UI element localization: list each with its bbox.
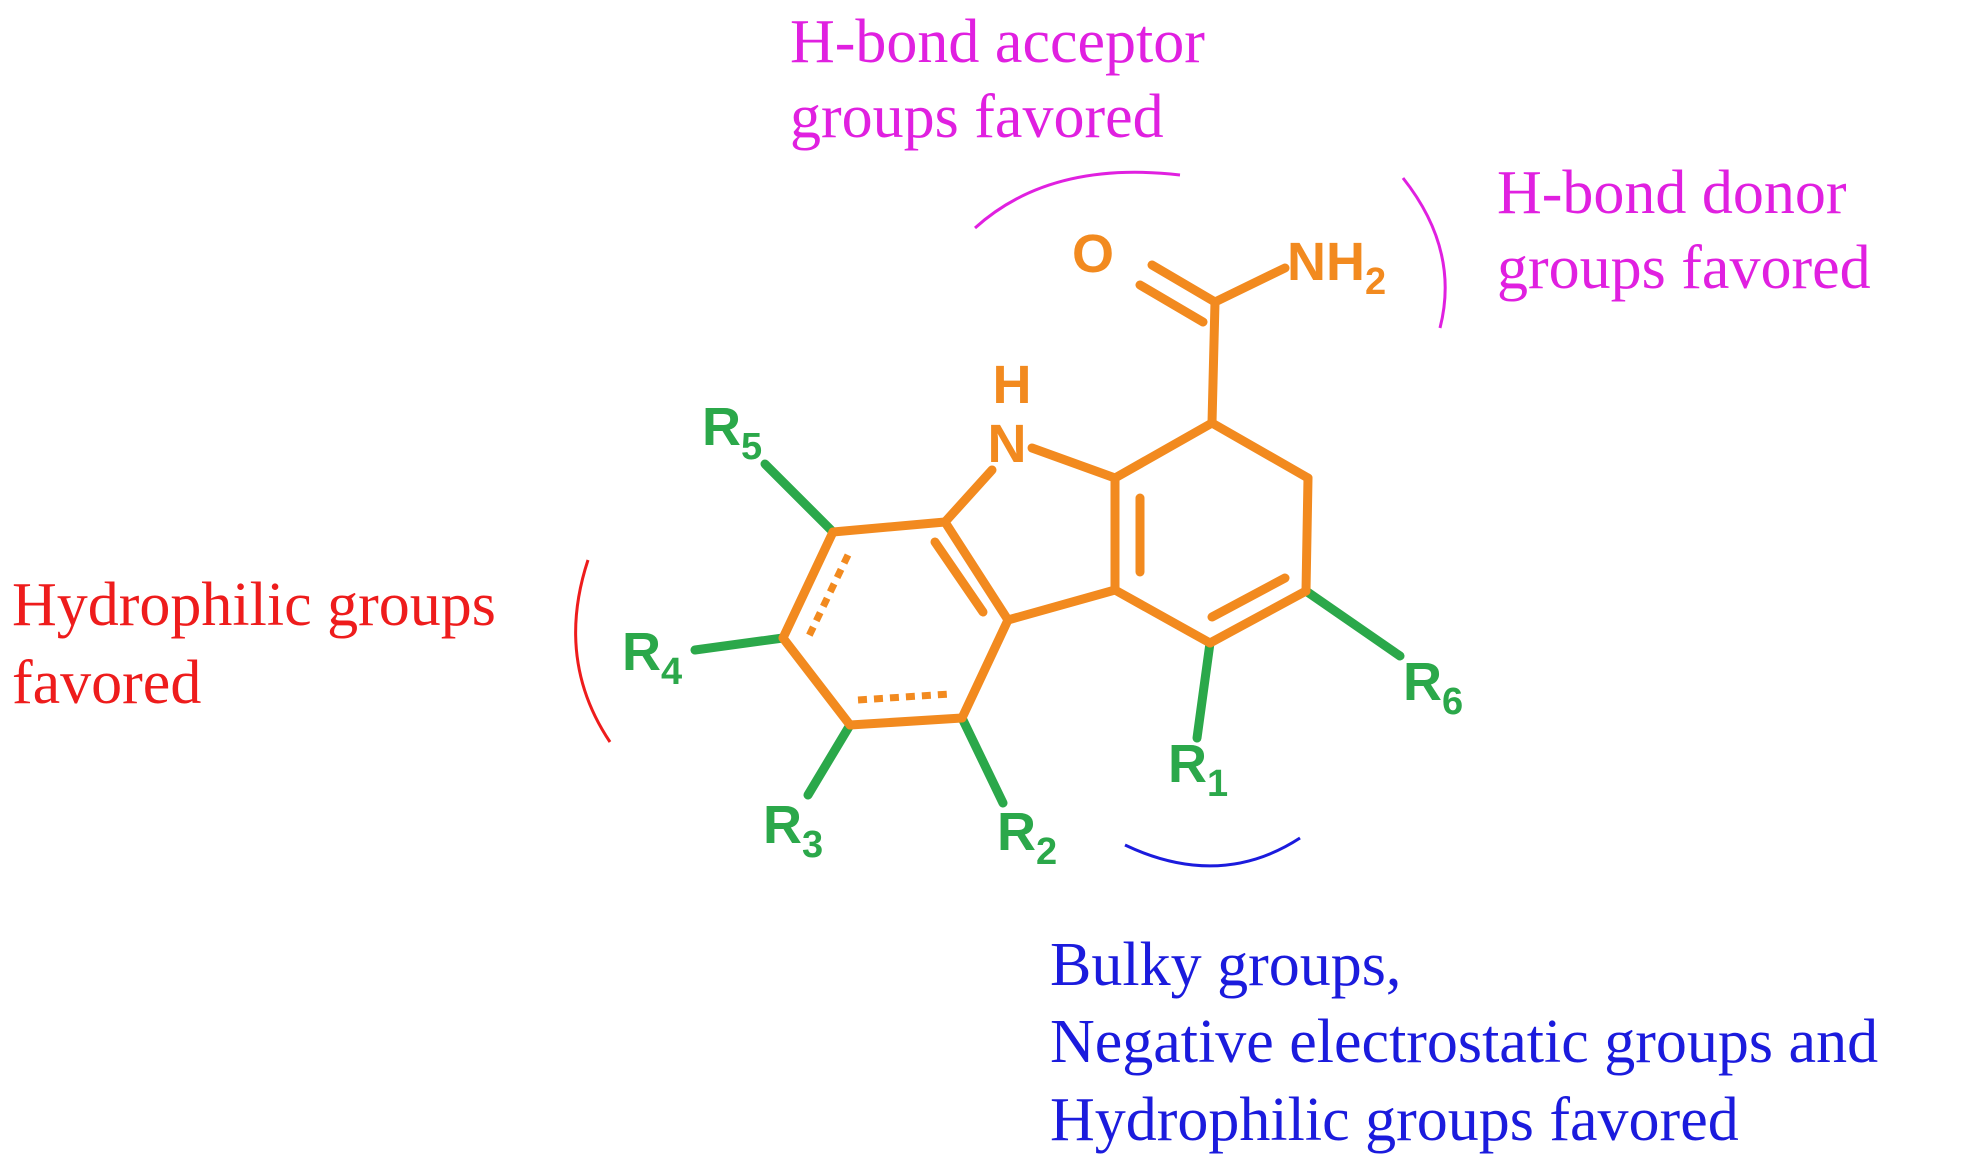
carbazole-scaffold xyxy=(778,260,1313,730)
bond-c3-c4 xyxy=(1205,586,1311,648)
bond-n-c8a xyxy=(940,465,997,527)
label-r6: R6 xyxy=(1403,652,1463,723)
atom-indole-h: H xyxy=(993,355,1032,415)
bulky-annotation: Bulky groups, Negative electrostatic gro… xyxy=(1050,931,1894,1154)
nh2-subscript: 2 xyxy=(1365,261,1386,303)
bond-c5-c4b xyxy=(957,615,1013,723)
bond-c4b-c8a xyxy=(940,517,1013,625)
acceptor-arc xyxy=(973,170,1181,230)
bond-r3 xyxy=(803,720,855,800)
label-r2: R2 xyxy=(997,802,1057,873)
bond-r4 xyxy=(690,633,788,655)
label-r1: R1 xyxy=(1168,734,1228,805)
nh-text: NH xyxy=(1287,232,1365,292)
bond-carbonyl-o-b xyxy=(1135,280,1208,327)
hydrophilic-annotation: Hydrophilic groups favored xyxy=(12,571,511,717)
acceptor-annotation: H-bond acceptor groups favored xyxy=(790,8,1220,151)
hydrophilic-arc xyxy=(574,559,612,743)
atom-oxygen: O xyxy=(1072,224,1114,284)
bond-r1 xyxy=(1192,638,1215,743)
bond-c1-c2 xyxy=(1207,418,1313,483)
bond-r2 xyxy=(957,713,1008,808)
bond-carbonyl-n xyxy=(1210,263,1290,307)
bond-c4-c4a xyxy=(1110,585,1215,648)
bond-c3-c4-inner xyxy=(1207,573,1290,622)
bond-c8a-c8 xyxy=(828,517,950,537)
substituent-bonds xyxy=(690,459,1405,808)
bond-c7-c6 xyxy=(778,633,855,730)
bond-c2-c3 xyxy=(1301,473,1313,596)
dashed-bonds xyxy=(804,553,951,704)
bond-r6 xyxy=(1301,586,1405,661)
atom-indole-n: N xyxy=(988,414,1027,474)
bulky-arc xyxy=(1124,836,1301,868)
donor-arc xyxy=(1401,177,1447,329)
bond-r5 xyxy=(760,459,838,537)
donor-annotation: H-bond donor groups favored xyxy=(1497,159,1871,302)
label-r4: R4 xyxy=(622,622,682,693)
label-r3: R3 xyxy=(763,795,823,866)
bond-c8-c7 xyxy=(778,527,838,643)
bond-c9a-n xyxy=(1027,443,1120,483)
atom-amide-nh2: NH2 xyxy=(1287,232,1386,303)
label-r5: R5 xyxy=(702,397,762,468)
dashed-bond-c6-c5 xyxy=(857,690,951,704)
bond-c6-c5 xyxy=(845,713,967,730)
bond-c4a-c4b xyxy=(1003,585,1120,625)
bond-c4b-c8a-inner xyxy=(930,537,988,617)
bond-c9a-c1 xyxy=(1110,418,1217,483)
bond-c1-carbonyl xyxy=(1207,297,1220,428)
bond-carbonyl-o-a xyxy=(1147,260,1220,307)
